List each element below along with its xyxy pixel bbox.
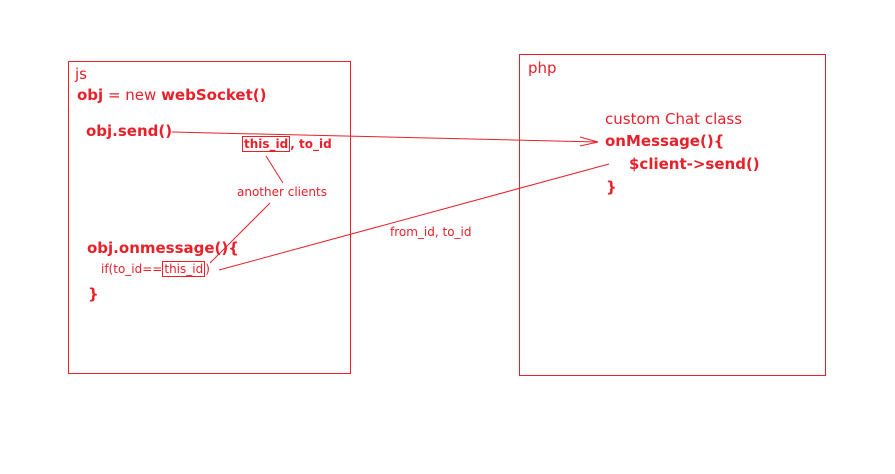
websocket-constructor: webSocket() [161,86,267,104]
js-closing-brace: } [88,285,99,303]
send-arrow-head-lower [579,141,599,147]
onmessage-handler: obj.onmessage(){ [87,239,239,257]
id-condition: if(to_id==this_id) [101,261,210,277]
php-closing-brace: } [606,178,617,196]
another-clients-note: another clients [237,185,327,199]
send-arrow-head-upper [579,136,599,143]
this-id-box: this_id [242,136,291,152]
websocket-init-line: obj = new webSocket() [77,88,266,103]
php-panel [519,54,826,376]
new-operator-text: = new [103,86,162,104]
client-send-call: $client->send() [629,155,760,173]
js-panel-title: js [75,65,87,83]
this-id-check-box: this_id [162,261,206,277]
note-to-this-id-line [209,202,271,264]
php-onmessage-handler: onMessage(){ [605,132,725,150]
send-call: obj.send() [86,122,173,140]
js-panel [68,61,351,374]
this-id-to-note-line [265,155,284,184]
condition-suffix: ) [205,262,210,276]
condition-prefix: if(to_id== [101,262,163,276]
send-arguments: this_id, to_id [242,136,332,152]
return-message-line [218,163,610,271]
obj-keyword: obj [77,86,104,104]
arrow-label: from_id, to_id [390,225,472,239]
to-id-arg: , to_id [290,137,332,151]
php-panel-title: php [528,59,557,77]
send-arrow-line [171,131,599,143]
chat-class-label: custom Chat class [605,110,743,128]
